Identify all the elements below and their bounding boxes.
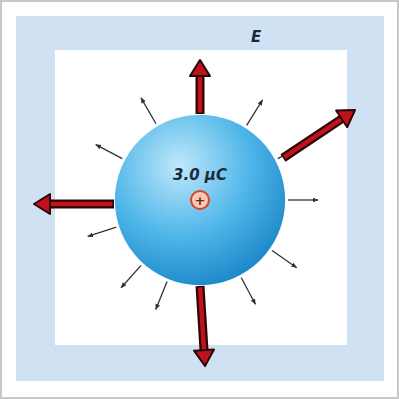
field-arrow [121,265,141,287]
field-arrow [241,278,255,304]
field-arrow [96,145,122,159]
field-arrow [288,199,318,200]
field-lines [88,98,318,310]
point-charge: + [190,190,210,210]
force-arrow [190,60,210,114]
field-arrow [272,250,297,267]
force-arrow [283,110,355,158]
charged-sphere: 3.0 μC + [114,114,286,286]
field-arrow [141,98,156,124]
blue-panel [16,16,384,381]
force-arrow [34,194,114,214]
charge-sign: + [190,190,210,210]
field-arrow [247,100,263,125]
field-arrow [88,227,117,236]
charge-value: 3.0 μC [114,166,286,184]
force-arrow [194,286,214,366]
field-label: E [251,28,261,46]
field-arrow [156,282,167,310]
force-arrows [34,60,355,366]
